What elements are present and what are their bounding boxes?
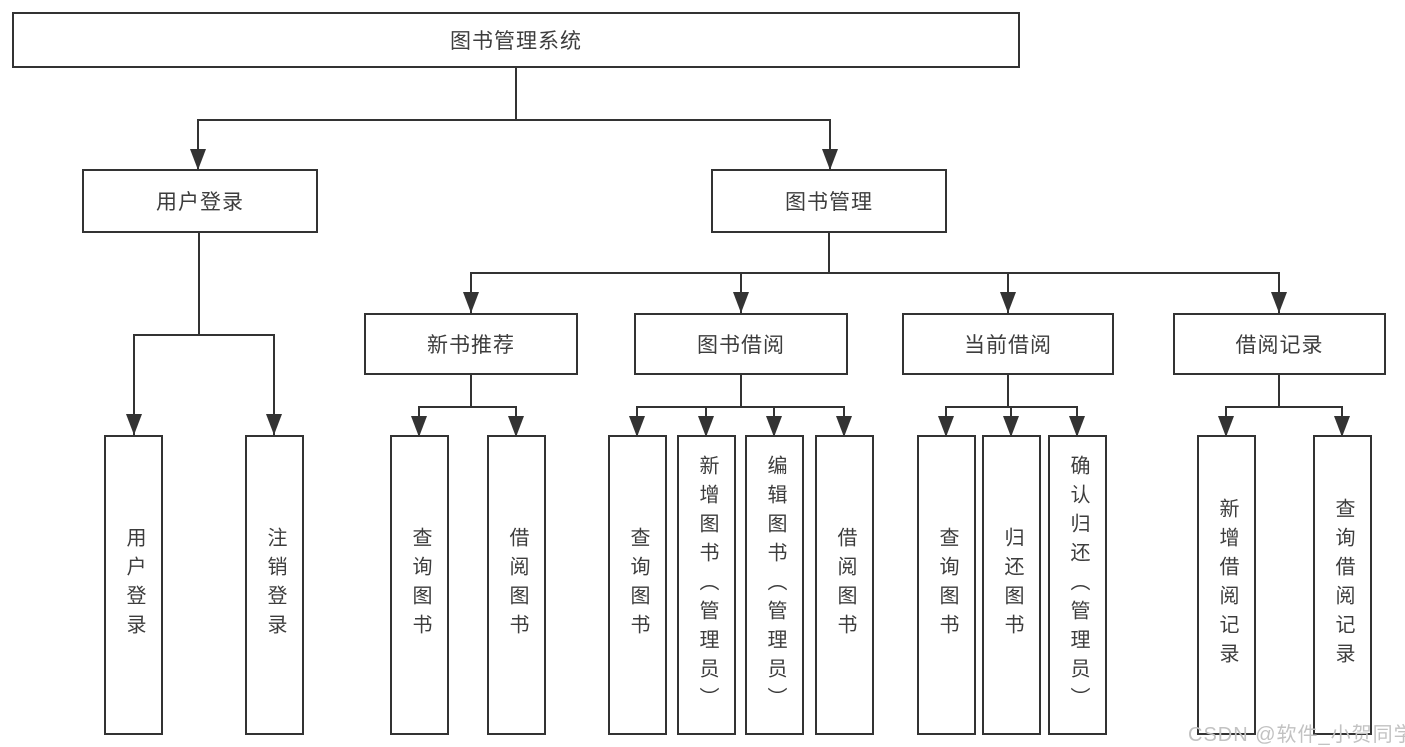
node-book-management-label: 图书管理 xyxy=(785,191,873,214)
connector-line xyxy=(515,68,517,120)
leaf-label: 归还图书 xyxy=(1001,527,1023,643)
leaf-label: 查询图书 xyxy=(409,527,431,643)
leaf-query-borrow-record: 查询借阅记录 xyxy=(1313,435,1372,735)
leaf-label: 新增借阅记录 xyxy=(1216,498,1238,672)
arrow-down-icon xyxy=(1218,416,1234,437)
connector-line xyxy=(198,233,200,336)
arrow-down-icon xyxy=(822,149,838,170)
connector-line xyxy=(133,334,275,336)
node-book-borrow-label: 图书借阅 xyxy=(697,334,785,357)
leaf-label: 查询图书 xyxy=(936,527,958,643)
connector-line xyxy=(829,119,831,170)
connector-line xyxy=(1278,375,1280,408)
arrow-down-icon xyxy=(190,149,206,170)
connector-line xyxy=(470,272,1280,274)
connector-line xyxy=(418,406,517,408)
leaf-add-books-admin: 新增图书（管理员） xyxy=(677,435,736,735)
node-book-management: 图书管理 xyxy=(711,169,947,233)
leaf-add-borrow-record: 新增借阅记录 xyxy=(1197,435,1256,735)
connector-line xyxy=(197,119,199,170)
connector-line xyxy=(1225,406,1343,408)
leaf-label: 编辑图书（管理员） xyxy=(764,454,786,716)
leaf-return-books: 归还图书 xyxy=(982,435,1041,735)
connector-line xyxy=(636,406,845,408)
node-root-label: 图书管理系统 xyxy=(450,30,582,53)
leaf-label: 借阅图书 xyxy=(834,527,856,643)
node-borrow-records: 借阅记录 xyxy=(1173,313,1386,375)
arrow-down-icon xyxy=(629,416,645,437)
leaf-borrow-books-2: 借阅图书 xyxy=(815,435,874,735)
arrow-down-icon xyxy=(411,416,427,437)
node-book-borrow: 图书借阅 xyxy=(634,313,848,375)
leaf-label: 注销登录 xyxy=(264,527,286,643)
arrow-down-icon xyxy=(508,416,524,437)
leaf-label: 借阅图书 xyxy=(506,527,528,643)
connector-line xyxy=(470,375,472,408)
arrow-down-icon xyxy=(1271,292,1287,313)
node-new-book-recommend: 新书推荐 xyxy=(364,313,578,375)
arrow-down-icon xyxy=(1000,292,1016,313)
arrow-down-icon xyxy=(1003,416,1019,437)
arrow-down-icon xyxy=(1069,416,1085,437)
arrow-down-icon xyxy=(126,414,142,435)
arrow-down-icon xyxy=(938,416,954,437)
leaf-label: 查询借阅记录 xyxy=(1332,498,1354,672)
arrow-down-icon xyxy=(733,292,749,313)
node-user-login-label: 用户登录 xyxy=(156,191,244,214)
node-new-book-recommend-label: 新书推荐 xyxy=(427,334,515,357)
arrow-down-icon xyxy=(1334,416,1350,437)
leaf-logout: 注销登录 xyxy=(245,435,304,735)
leaf-label: 确认归还（管理员） xyxy=(1067,454,1089,716)
leaf-borrow-books-1: 借阅图书 xyxy=(487,435,546,735)
arrow-down-icon xyxy=(766,416,782,437)
leaf-user-login: 用户登录 xyxy=(104,435,163,735)
connector-line xyxy=(273,334,275,435)
leaf-query-books-3: 查询图书 xyxy=(917,435,976,735)
node-user-login: 用户登录 xyxy=(82,169,318,233)
arrow-down-icon xyxy=(836,416,852,437)
leaf-query-books-1: 查询图书 xyxy=(390,435,449,735)
leaf-label: 用户登录 xyxy=(123,527,145,643)
node-current-borrow: 当前借阅 xyxy=(902,313,1114,375)
connector-line xyxy=(197,119,831,121)
leaf-label: 查询图书 xyxy=(627,527,649,643)
connector-line xyxy=(1007,375,1009,408)
leaf-confirm-return-admin: 确认归还（管理员） xyxy=(1048,435,1107,735)
leaf-query-books-2: 查询图书 xyxy=(608,435,667,735)
connector-line xyxy=(133,334,135,435)
node-current-borrow-label: 当前借阅 xyxy=(964,334,1052,357)
node-borrow-records-label: 借阅记录 xyxy=(1235,334,1324,357)
node-root: 图书管理系统 xyxy=(12,12,1020,68)
watermark: CSDN @软件_小贺同学 xyxy=(1188,724,1405,746)
connector-line xyxy=(828,233,830,274)
arrow-down-icon xyxy=(463,292,479,313)
arrow-down-icon xyxy=(266,414,282,435)
connector-line xyxy=(740,375,742,408)
arrow-down-icon xyxy=(698,416,714,437)
leaf-label: 新增图书（管理员） xyxy=(696,454,718,716)
leaf-edit-books-admin: 编辑图书（管理员） xyxy=(745,435,804,735)
